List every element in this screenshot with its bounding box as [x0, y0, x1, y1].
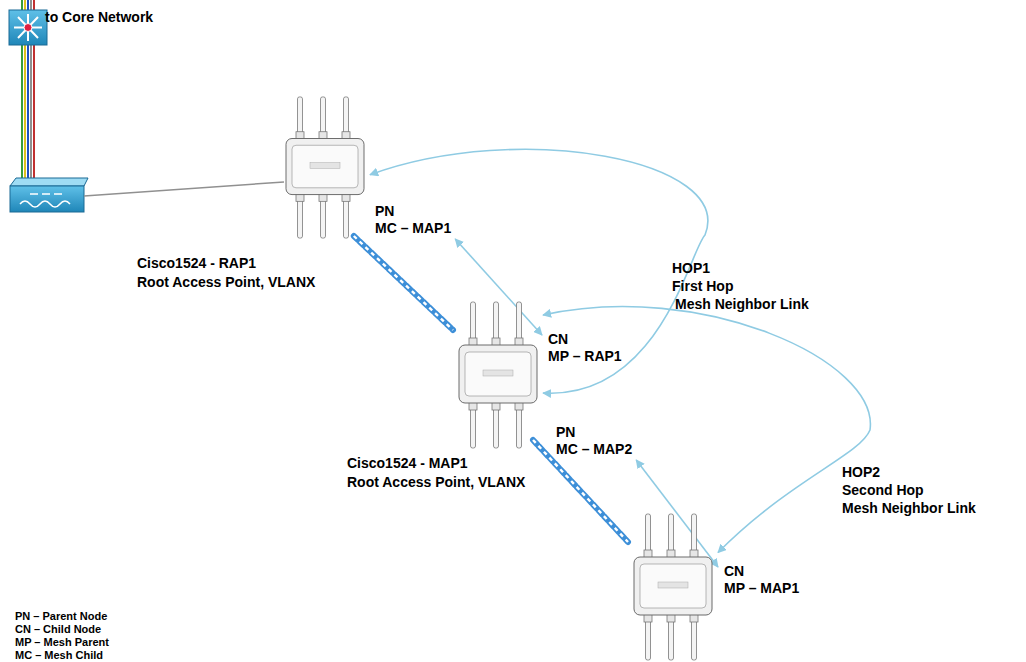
child-link-tag: MC – MAP1: [375, 220, 451, 237]
ap-role-label: Root Access Point, VLANX: [347, 474, 525, 491]
legend-entry: PN – Parent Node: [15, 610, 107, 623]
hop-label: HOP1: [672, 260, 710, 277]
child-tag: CN: [548, 331, 568, 348]
network-label: to Core Network: [45, 9, 153, 26]
parent-link-tag: MP – RAP1: [548, 348, 622, 365]
hop-label: Second Hop: [842, 482, 924, 499]
child-tag: CN: [724, 563, 744, 580]
access-switch-icon: [10, 178, 88, 212]
hop-label: HOP2: [842, 464, 880, 481]
legend-entry: MC – Mesh Child: [15, 649, 103, 662]
core-switch-icon: [9, 10, 47, 45]
mesh-access-point: CNMP – RAP1PNMC – MAP2Cisco1524 - MAP1Ro…: [453, 300, 543, 450]
core-cables: [22, 0, 34, 180]
ap-model-label: Cisco1524 - RAP1: [137, 255, 256, 272]
hop-label: First Hop: [672, 278, 733, 295]
mesh-ap-drawing: [628, 512, 718, 662]
ap-model-label: Cisco1524 - MAP1: [347, 455, 468, 472]
mesh-access-point: PNMC – MAP1Cisco1524 - RAP1Root Access P…: [280, 95, 370, 240]
hop-label: Mesh Neighbor Link: [675, 296, 809, 313]
link-tag-arrow: [636, 460, 718, 567]
parent-link-tag: MP – MAP1: [724, 580, 799, 597]
legend-entry: MP – Mesh Parent: [15, 636, 109, 649]
parent-tag: PN: [556, 424, 575, 441]
mesh-ap-drawing: [280, 95, 370, 240]
mesh-access-point: CNMP – MAP1: [628, 512, 718, 662]
legend-entry: CN – Child Node: [15, 623, 101, 636]
hop-arrow: [370, 149, 708, 393]
ap-role-label: Root Access Point, VLANX: [137, 274, 315, 291]
hop-arrow: [543, 307, 870, 553]
mesh-ap-drawing: [453, 300, 543, 450]
mesh-chain-link: [354, 236, 453, 330]
hop-label: Mesh Neighbor Link: [842, 500, 976, 517]
parent-tag: PN: [375, 203, 394, 220]
ethernet-cable: [84, 182, 284, 196]
child-link-tag: MC – MAP2: [556, 441, 632, 458]
